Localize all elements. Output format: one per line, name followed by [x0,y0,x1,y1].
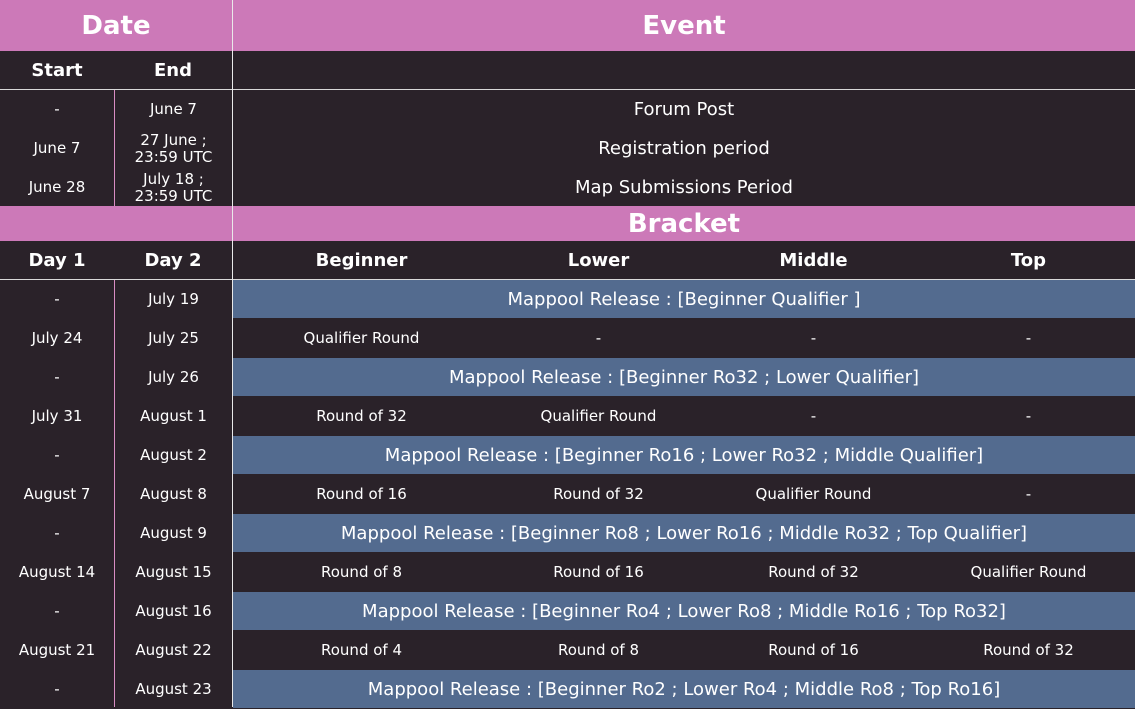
round-cell: Round of 32 [983,641,1074,659]
event-start: June 7 [0,129,114,168]
schedule-day2: August 16 [115,592,232,631]
date-header: Date [0,0,232,51]
mappool-release-row: Mappool Release : [Beginner Ro2 ; Lower … [233,670,1135,708]
tier-header-top: Top [921,241,1135,279]
schedule-day2: August 23 [115,670,232,709]
start-header: Start [0,51,114,89]
schedule-day1: - [0,436,114,475]
round-cell: Round of 16 [316,485,407,503]
schedule-day2: August 15 [115,553,232,592]
event-name: Forum Post [233,90,1135,129]
day2-header: Day 2 [114,241,232,279]
round-cell: Round of 4 [321,641,402,659]
schedule-day1: July 31 [0,397,114,436]
round-cell: Qualifier Round [540,407,657,425]
rounds-row-bg [233,631,1135,670]
schedule-day1: - [0,514,114,553]
event-start: June 28 [0,168,114,207]
schedule-day1: - [0,358,114,397]
schedule-day2: August 9 [115,514,232,553]
rounds-row-bg [233,475,1135,514]
mappool-release-row: Mappool Release : [Beginner Ro32 ; Lower… [233,358,1135,396]
event-start: - [0,90,114,129]
schedule-day1: August 14 [0,553,114,592]
events-col-divider [114,90,115,206]
round-cell: Round of 16 [553,563,644,581]
schedule-day1: - [0,670,114,709]
tier-header-lower: Lower [491,241,706,279]
schedule-day2: July 25 [115,319,232,358]
mappool-release-row: Mappool Release : [Beginner Ro4 ; Lower … [233,592,1135,630]
round-cell: - [1025,329,1032,347]
event-end: June 7 [115,90,232,129]
round-cell: Round of 8 [321,563,402,581]
event-name: Map Submissions Period [233,168,1135,207]
event-name: Registration period [233,129,1135,168]
main-col-divider [232,0,233,707]
event-end: July 18 ;23:59 UTC [115,168,232,207]
event-end: 27 June ;23:59 UTC [115,129,232,168]
round-cell: - [595,329,602,347]
rounds-row-bg [233,397,1135,436]
bracket-header-divider [0,279,1135,280]
bracket-header-left [0,206,232,241]
round-cell: Qualifier Round [755,485,872,503]
round-cell: - [1025,485,1032,503]
round-cell: - [810,329,817,347]
schedule-day1: - [0,280,114,319]
tier-header-beginner: Beginner [254,241,469,279]
event-header: Event [233,0,1135,51]
round-cell: - [810,407,817,425]
round-cell: Round of 32 [553,485,644,503]
schedule-day1: - [0,592,114,631]
round-cell: Round of 8 [558,641,639,659]
round-cell: Round of 32 [768,563,859,581]
mappool-release-row: Mappool Release : [Beginner Ro16 ; Lower… [233,436,1135,474]
schedule-day2: July 19 [115,280,232,319]
event-subheader-blank [233,51,1135,89]
mappool-release-row: Mappool Release : [Beginner Qualifier ] [233,280,1135,318]
round-cell: Qualifier Round [970,563,1087,581]
round-cell: Round of 16 [768,641,859,659]
end-header: End [114,51,232,89]
tier-header-middle: Middle [706,241,921,279]
mappool-release-row: Mappool Release : [Beginner Ro8 ; Lower … [233,514,1135,552]
schedule-day1: August 21 [0,631,114,670]
schedule-day2: August 2 [115,436,232,475]
schedule-day2: July 26 [115,358,232,397]
round-cell: Round of 32 [316,407,407,425]
header-divider [0,89,1135,90]
schedule-day1: August 7 [0,475,114,514]
schedule-day2: August 22 [115,631,232,670]
schedule-day1: July 24 [0,319,114,358]
rounds-row-bg [233,319,1135,358]
rounds-row-bg [233,553,1135,592]
round-cell: - [1025,407,1032,425]
schedule-day2: August 8 [115,475,232,514]
bracket-title: Bracket [233,206,1135,241]
round-cell: Qualifier Round [303,329,420,347]
schedule-col-divider [114,280,115,707]
schedule-day2: August 1 [115,397,232,436]
day1-header: Day 1 [0,241,114,279]
